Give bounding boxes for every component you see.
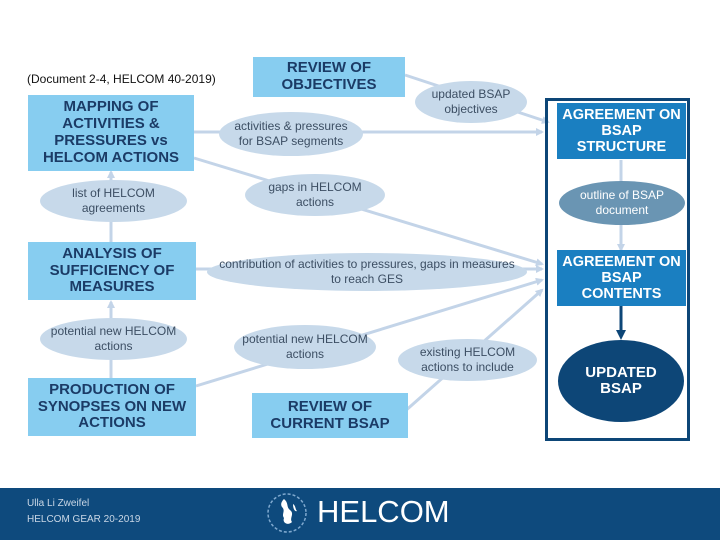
oval-updated-bsap: UPDATED BSAP xyxy=(558,340,684,422)
box-review-current: REVIEW OF CURRENT BSAP xyxy=(252,393,408,438)
box-mapping: MAPPING OF ACTIVITIES & PRESSURES vs HEL… xyxy=(28,95,194,171)
box-analysis: ANALYSIS OF SUFFICIENCY OF MEASURES xyxy=(28,242,196,300)
oval-list-agreements: list of HELCOM agreements xyxy=(40,180,187,222)
footer-bar: Ulla Li Zweifel HELCOM GEAR 20-2019 xyxy=(0,488,720,540)
helcom-emblem-icon xyxy=(267,493,307,533)
oval-gaps-actions: gaps in HELCOM actions xyxy=(245,174,385,216)
agreement-frame xyxy=(545,98,690,441)
helcom-logo: HELCOM xyxy=(262,490,450,536)
box-agreement-contents: AGREEMENT ON BSAP CONTENTS xyxy=(557,250,686,306)
arrow-mapping-to-contents xyxy=(193,156,544,267)
oval-outline-document: outline of BSAP document xyxy=(559,181,685,225)
oval-potential-mid: potential new HELCOM actions xyxy=(234,325,376,369)
logo-text: HELCOM xyxy=(317,494,450,529)
oval-activities-pressures: activities & pressures for BSAP segments xyxy=(219,112,363,156)
box-agreement-structure: AGREEMENT ON BSAP STRUCTURE xyxy=(557,103,686,159)
oval-potential-left: potential new HELCOM actions xyxy=(40,318,187,360)
footer-meeting: HELCOM GEAR 20-2019 xyxy=(27,514,141,525)
box-review-objectives: REVIEW OF OBJECTIVES xyxy=(253,57,405,97)
oval-updated-objectives: updated BSAP objectives xyxy=(415,81,527,123)
arrow-production-to-contents xyxy=(195,277,544,388)
oval-existing-actions: existing HELCOM actions to include xyxy=(398,339,537,381)
oval-contribution: contribution of activities to pressures,… xyxy=(207,253,527,291)
document-note: (Document 2-4, HELCOM 40-2019) xyxy=(27,72,216,86)
box-production: PRODUCTION OF SYNOPSES ON NEW ACTIONS xyxy=(28,378,196,436)
footer-author: Ulla Li Zweifel xyxy=(27,498,90,509)
